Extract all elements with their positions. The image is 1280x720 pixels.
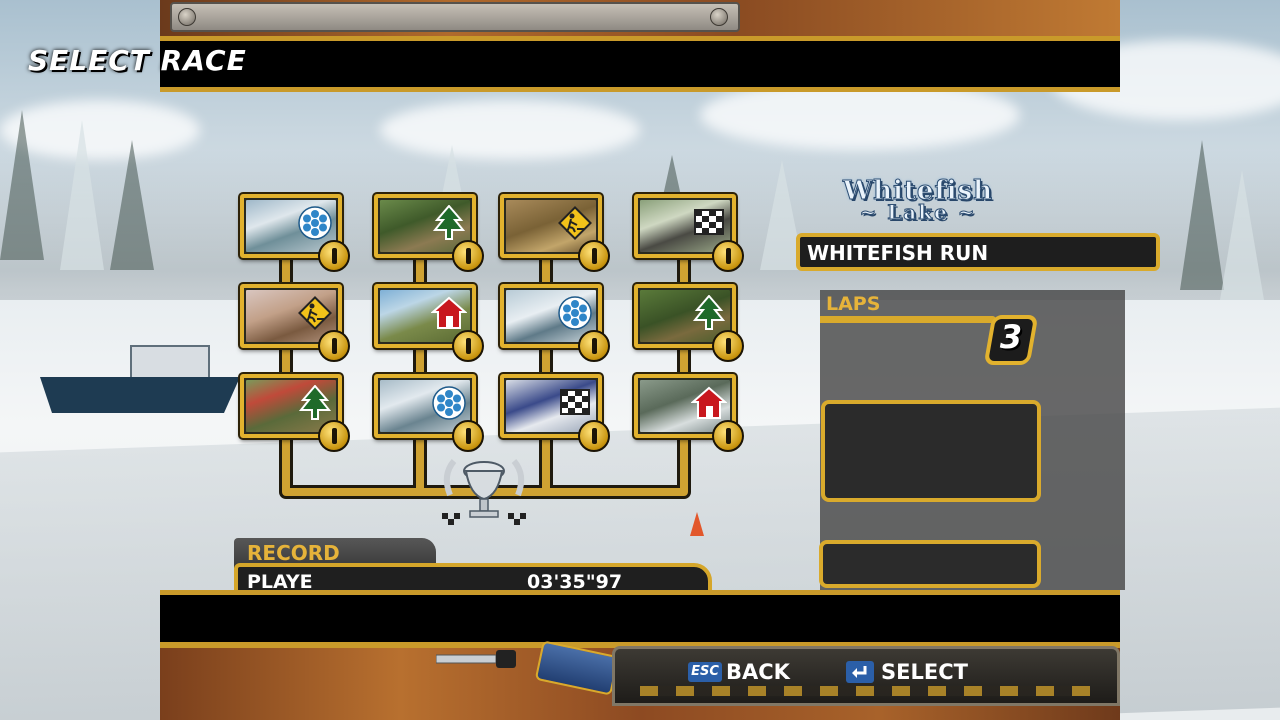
track-tile[interactable]: [374, 284, 484, 362]
esc-key-icon: ESC: [688, 662, 722, 682]
gold-medal-icon: [318, 240, 350, 272]
gold-medal-icon: [318, 420, 350, 452]
boat: [40, 345, 240, 413]
enter-key-icon: [846, 661, 874, 683]
footer-bar: [160, 590, 1120, 648]
snowflake-icon: [430, 384, 468, 422]
track-tile[interactable]: [634, 374, 744, 452]
gold-medal-icon: [318, 330, 350, 362]
pine-tree-icon: [690, 294, 728, 332]
track-tile[interactable]: [240, 284, 350, 362]
track-tile[interactable]: [374, 194, 484, 272]
track-tile[interactable]: [240, 374, 350, 452]
pine-tree-icon: [430, 204, 468, 242]
gold-medal-icon: [452, 330, 484, 362]
gold-medal-icon: [578, 420, 610, 452]
track-tile[interactable]: [500, 194, 610, 272]
select-button[interactable]: SELECT: [881, 660, 968, 684]
laps-value: 3: [999, 318, 1023, 356]
checkered-flag-icon: [690, 204, 728, 242]
checkered-flag-icon: [556, 384, 594, 422]
track-info-box-small: [819, 540, 1041, 588]
record-time: 03'35"97: [527, 571, 623, 593]
record-player: PLAYE: [247, 571, 313, 593]
page-title: SELECT RACE: [28, 44, 247, 77]
car-key-icon: [436, 650, 516, 668]
track-tile[interactable]: [500, 284, 610, 362]
house-icon: [690, 384, 728, 422]
track-tile[interactable]: [634, 284, 744, 362]
construction-sign-icon: [556, 204, 594, 242]
gold-medal-icon: [452, 240, 484, 272]
pine-tree-icon: [296, 384, 334, 422]
track-name: WHITEFISH RUN: [807, 241, 989, 265]
trophy-icon: [442, 459, 526, 525]
header-bar: [160, 36, 1120, 92]
record-row: [234, 563, 712, 595]
gold-medal-icon: [578, 240, 610, 272]
track-tile[interactable]: [374, 374, 484, 452]
gold-medal-icon: [452, 420, 484, 452]
hazard-stripe: [640, 686, 1090, 696]
track-info-box: [821, 400, 1041, 502]
gold-medal-icon: [712, 240, 744, 272]
house-icon: [430, 294, 468, 332]
traffic-cone: [690, 512, 704, 536]
track-name-bar: [796, 233, 1160, 271]
gold-medal-icon: [578, 330, 610, 362]
back-button[interactable]: BACK: [726, 660, 790, 684]
gold-medal-icon: [712, 420, 744, 452]
track-tile[interactable]: [500, 374, 610, 452]
location-name-line1: Whitefish: [842, 176, 994, 207]
record-label: RECORD: [247, 541, 340, 565]
snowflake-icon: [556, 294, 594, 332]
top-frame: [160, 0, 1120, 40]
laps-label: LAPS: [826, 293, 881, 315]
construction-sign-icon: [296, 294, 334, 332]
track-tile[interactable]: [634, 194, 744, 272]
location-name-line2: ~ Lake ~: [859, 200, 977, 225]
track-tile[interactable]: [240, 194, 350, 272]
snowflake-icon: [296, 204, 334, 242]
location-logo: Whitefish ~ Lake ~: [808, 176, 1028, 225]
laps-divider: [820, 316, 996, 323]
gold-medal-icon: [712, 330, 744, 362]
